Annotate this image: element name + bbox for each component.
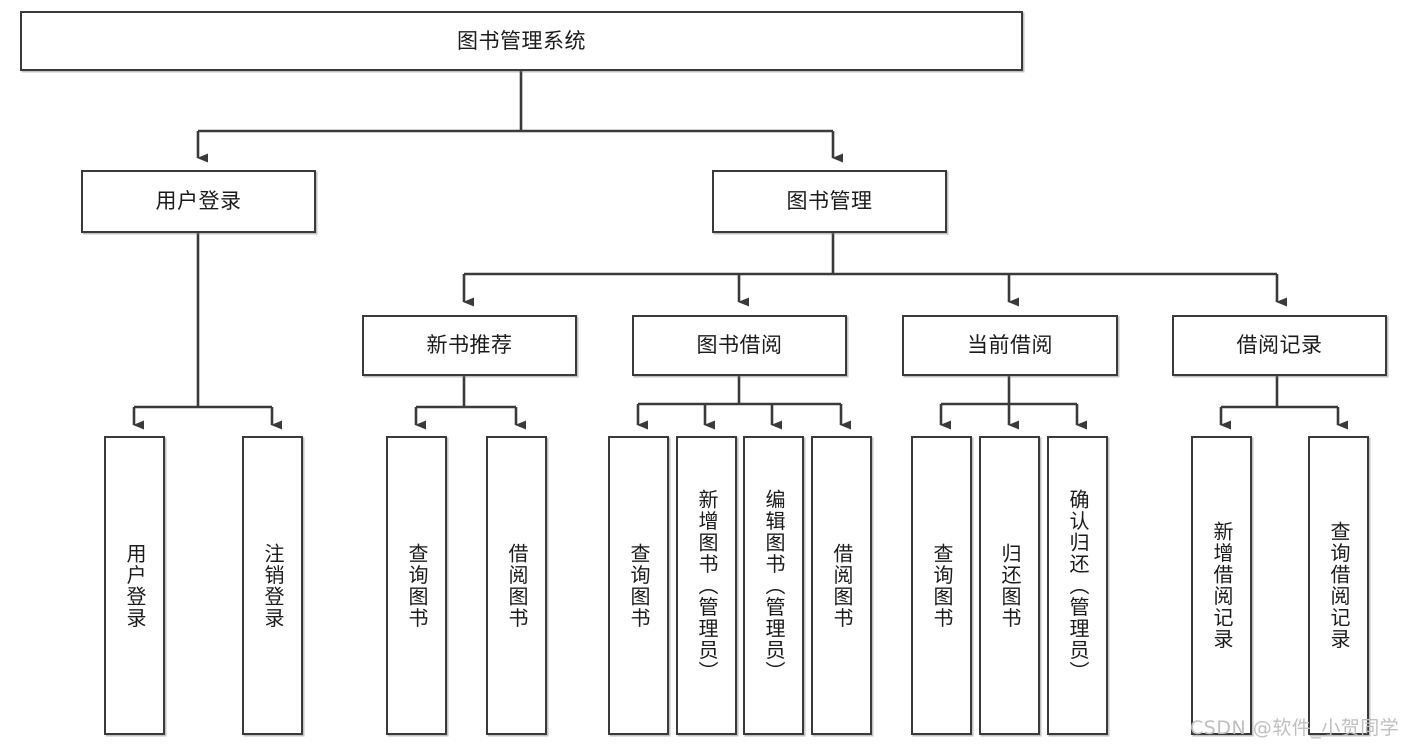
node-label: 确认归还（管理员） (1066, 488, 1090, 683)
node-label: 借阅记录 (1236, 333, 1323, 358)
node-label: 新书推荐 (426, 333, 513, 358)
leaf-record-query-borrow-record[interactable]: 查询借阅记录 (1308, 436, 1369, 735)
leaf-borrow-query-book[interactable]: 查询图书 (608, 436, 669, 735)
node-label: 图书借阅 (696, 333, 783, 358)
node-label: 当前借阅 (967, 333, 1053, 358)
node-label: 借阅图书 (830, 542, 854, 629)
node-current-borrow[interactable]: 当前借阅 (902, 315, 1118, 376)
node-book-management[interactable]: 图书管理 (712, 170, 947, 233)
node-label: 图书管理 (786, 189, 873, 214)
node-label: 新增借阅记录 (1210, 521, 1234, 650)
leaf-user-logout[interactable]: 注销登录 (242, 436, 303, 735)
node-label: 注销登录 (261, 542, 285, 629)
leaf-current-confirm-return-admin[interactable]: 确认归还（管理员） (1047, 436, 1108, 735)
node-label: 图书管理系统 (457, 28, 586, 53)
leaf-borrow-add-book-admin[interactable]: 新增图书（管理员） (676, 436, 737, 735)
connector-bookborrow-to-leaves (636, 376, 851, 430)
node-label: 查询图书 (405, 542, 429, 629)
node-label: 借阅图书 (505, 542, 529, 629)
leaf-newbook-borrow-book[interactable]: 借阅图书 (486, 436, 547, 735)
connector-userlogin-to-leaves (132, 233, 282, 430)
node-label: 新增图书（管理员） (695, 488, 719, 683)
leaf-current-query-book[interactable]: 查询图书 (911, 436, 972, 735)
leaf-newbook-query-book[interactable]: 查询图书 (386, 436, 447, 735)
node-label: 查询图书 (930, 542, 954, 629)
node-user-login[interactable]: 用户登录 (81, 170, 316, 233)
node-root-book-management-system[interactable]: 图书管理系统 (20, 11, 1023, 71)
node-label: 编辑图书（管理员） (762, 488, 786, 683)
node-label: 归还图书 (998, 542, 1022, 629)
node-book-borrow[interactable]: 图书借阅 (632, 315, 847, 376)
connector-newbook-to-leaves (414, 376, 526, 430)
leaf-borrow-edit-book-admin[interactable]: 编辑图书（管理员） (743, 436, 804, 735)
connector-borrowrecord-to-leaves (1219, 376, 1348, 430)
leaf-user-login[interactable]: 用户登录 (104, 436, 165, 735)
node-new-book-recommend[interactable]: 新书推荐 (362, 315, 577, 376)
node-label: 查询图书 (627, 542, 651, 629)
node-label: 用户登录 (155, 189, 242, 214)
connector-bookmgmt-to-level3 (462, 233, 1287, 307)
leaf-borrow-borrow-book[interactable]: 借阅图书 (811, 436, 872, 735)
node-label: 用户登录 (123, 542, 147, 629)
leaf-current-return-book[interactable]: 归还图书 (979, 436, 1040, 735)
node-borrow-record[interactable]: 借阅记录 (1172, 315, 1387, 376)
connector-root-to-level2 (196, 71, 843, 163)
node-label: 查询借阅记录 (1327, 521, 1351, 650)
leaf-record-add-borrow-record[interactable]: 新增借阅记录 (1191, 436, 1252, 735)
connector-currentborrow-to-leaves (939, 376, 1087, 430)
